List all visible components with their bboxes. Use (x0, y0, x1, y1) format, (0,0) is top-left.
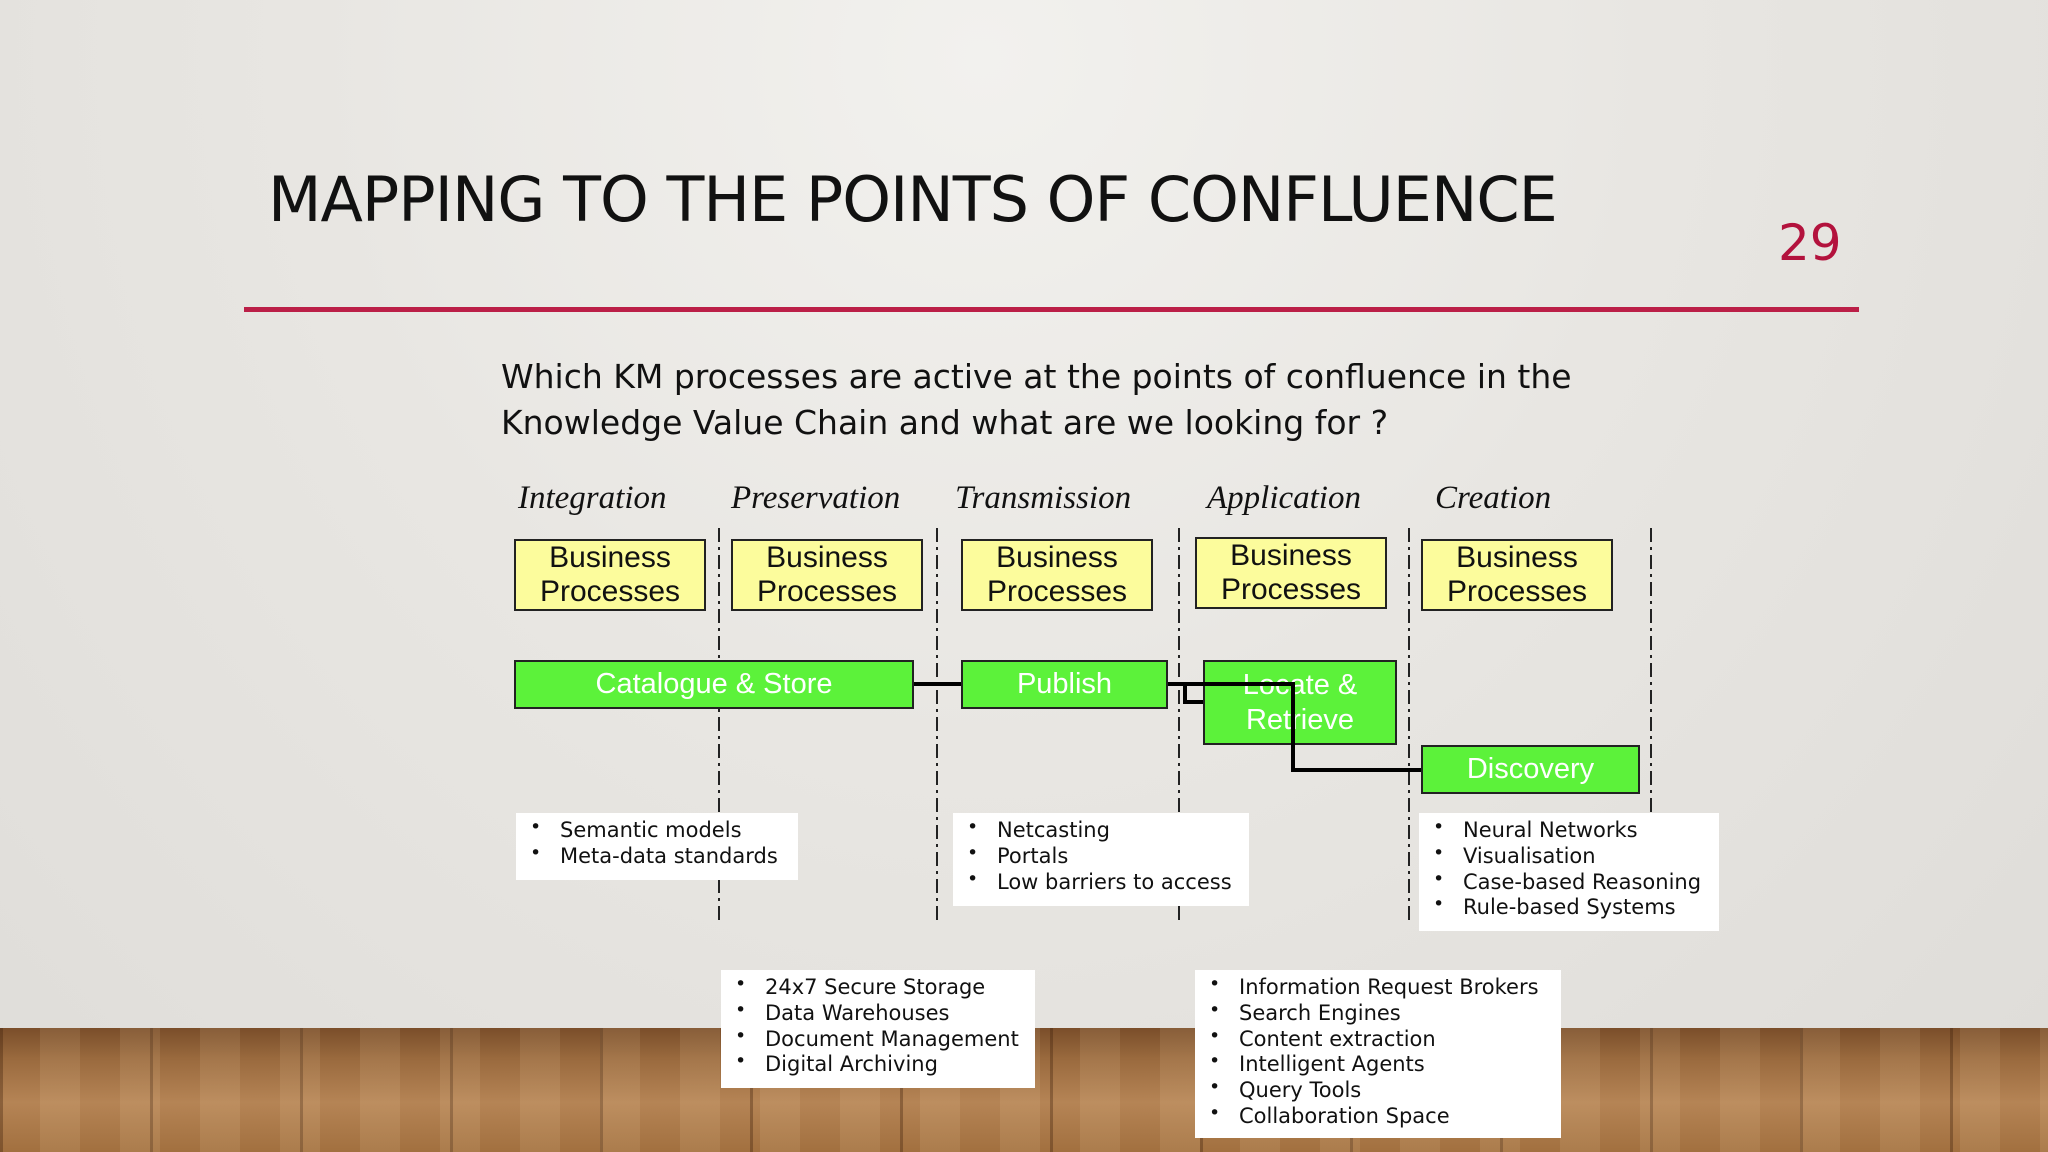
list-item: Netcasting (967, 815, 1239, 844)
list-item: Low barriers to access (967, 867, 1239, 896)
list-item: Portals (967, 841, 1239, 870)
list-item: Intelligent Agents (1209, 1049, 1551, 1078)
publish-box: Publish (961, 660, 1168, 709)
note-transmission: Netcasting Portals Low barriers to acces… (953, 813, 1249, 906)
list-item: Data Warehouses (735, 998, 1025, 1027)
intro-question: Which KM processes are active at the poi… (501, 354, 1621, 446)
slide-title: MAPPING TO THE POINTS OF CONFLUENCE (268, 163, 1558, 236)
list-item: Content extraction (1209, 1024, 1551, 1053)
list-item: Semantic models (530, 815, 788, 844)
list-item: Collaboration Space (1209, 1101, 1551, 1130)
phase-label-preservation: Preservation (731, 480, 901, 516)
catalogue-store-box: Catalogue & Store (514, 660, 914, 709)
list-item: 24x7 Secure Storage (735, 972, 1025, 1001)
list-item: Digital Archiving (735, 1049, 1025, 1078)
list-item: Visualisation (1433, 841, 1709, 870)
list-item: Meta-data standards (530, 841, 788, 870)
phase-label-application: Application (1207, 480, 1361, 516)
intro-line-1: Which KM processes are active at the poi… (501, 357, 1572, 396)
list-item: Information Request Brokers (1209, 972, 1551, 1001)
phase-label-creation: Creation (1435, 480, 1552, 516)
note-application: Information Request Brokers Search Engin… (1195, 970, 1561, 1138)
list-item: Rule-based Systems (1433, 892, 1709, 921)
note-creation: Neural Networks Visualisation Case-based… (1419, 813, 1719, 931)
connector-publish-locate (1167, 682, 1203, 704)
locate-retrieve-box: Locate &Retrieve (1203, 660, 1397, 745)
list-item: Case-based Reasoning (1433, 867, 1709, 896)
note-integration: Semantic models Meta-data standards (516, 813, 798, 880)
title-divider (244, 307, 1859, 312)
page-number: 29 (1778, 214, 1842, 272)
list-item: Search Engines (1209, 998, 1551, 1027)
list-item: Query Tools (1209, 1075, 1551, 1104)
phase-label-transmission: Transmission (955, 480, 1132, 516)
intro-line-2: Knowledge Value Chain and what are we lo… (501, 403, 1389, 442)
list-item: Neural Networks (1433, 815, 1709, 844)
list-item: Document Management (735, 1024, 1025, 1053)
discovery-box: Discovery (1421, 745, 1640, 794)
phase-label-integration: Integration (518, 480, 667, 516)
note-preservation: 24x7 Secure Storage Data Warehouses Docu… (721, 970, 1035, 1088)
